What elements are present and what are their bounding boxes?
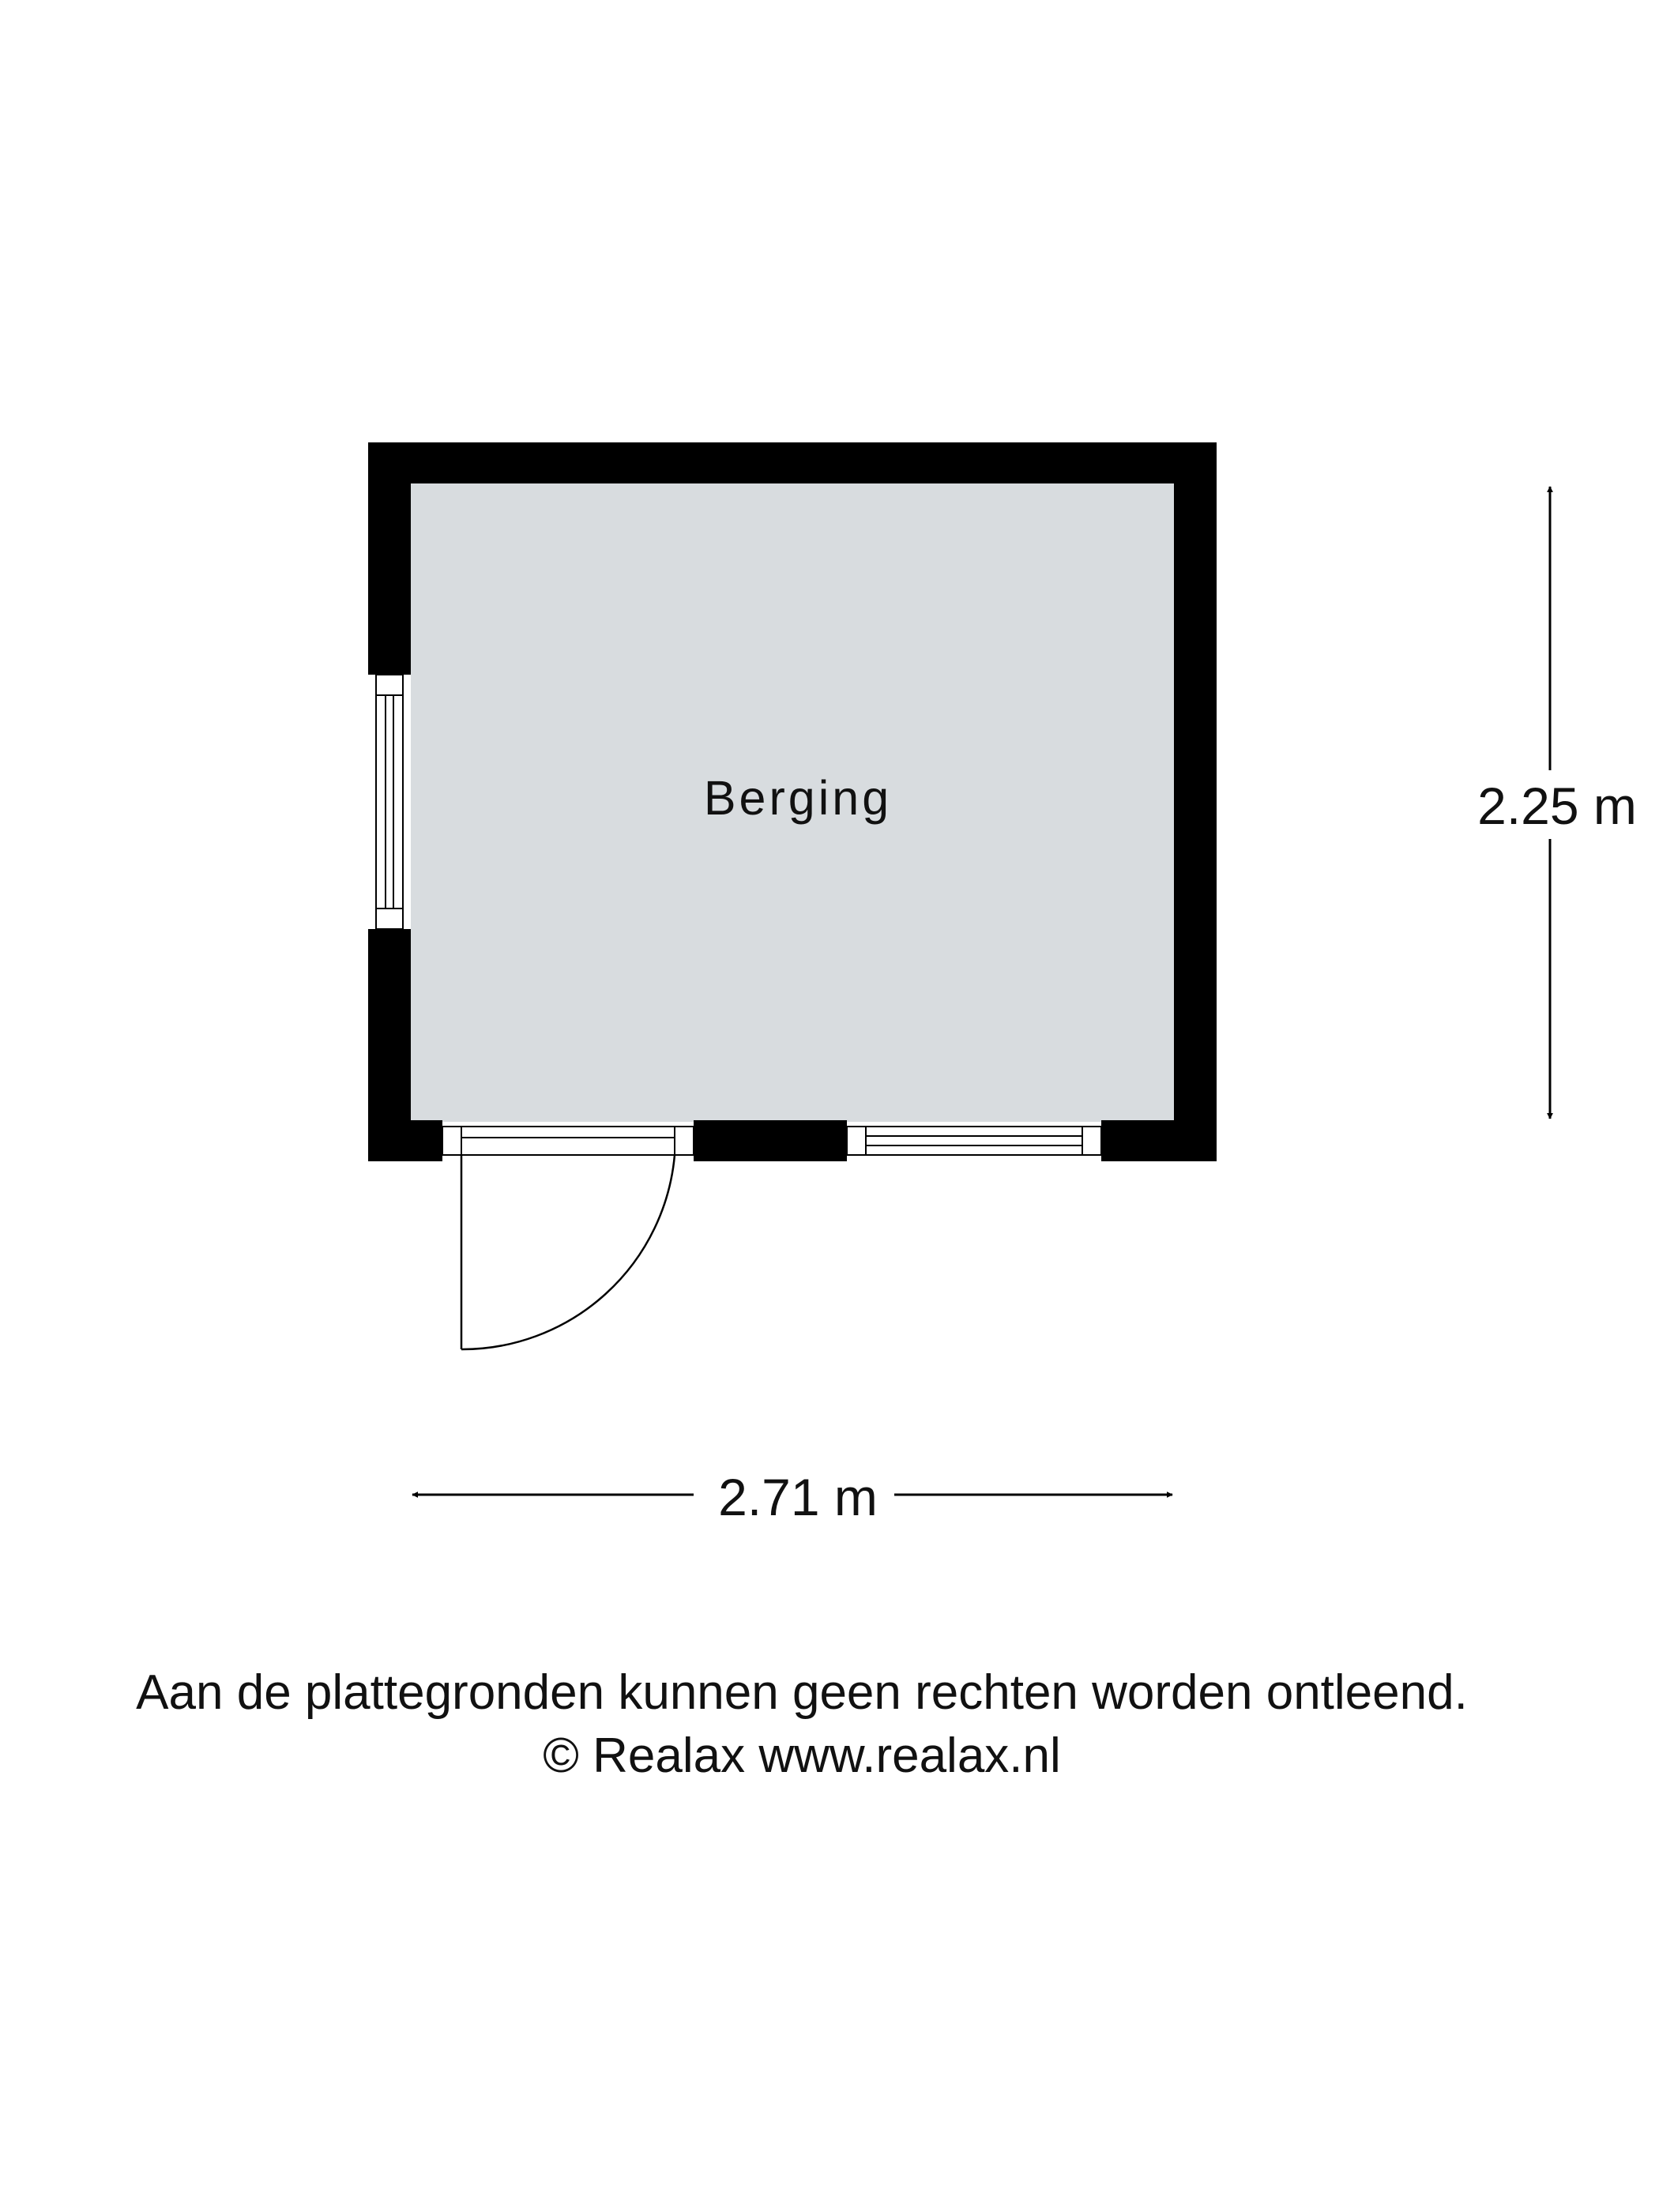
door-jamb-left xyxy=(442,1126,462,1156)
window-left-jamb-top xyxy=(375,674,404,696)
wall-top xyxy=(368,442,1217,483)
door-swing-arc xyxy=(461,1154,676,1351)
copyright-text: © Realax www.realax.nl xyxy=(543,1729,1061,1783)
window-left xyxy=(375,674,404,930)
window-left-jamb-bottom xyxy=(375,908,404,930)
wall-bottom-right xyxy=(1101,1120,1217,1161)
height-dimension-label: 2.25 m xyxy=(1477,777,1637,835)
width-dimension-label: 2.71 m xyxy=(718,1468,878,1526)
room-name-label: Berging xyxy=(703,771,893,825)
window-left-frame xyxy=(375,674,404,930)
window-bottom-jamb-right xyxy=(1082,1126,1102,1156)
window-bottom-frame xyxy=(846,1126,1102,1156)
door-frame xyxy=(442,1126,694,1156)
door-jamb-right xyxy=(674,1126,694,1156)
window-bottom xyxy=(846,1126,1102,1156)
door-swing xyxy=(460,1154,676,1351)
walls xyxy=(368,442,1217,1161)
wall-bottom-left xyxy=(368,1120,442,1161)
wall-bottom-middle xyxy=(694,1120,847,1161)
disclaimer-text: Aan de plattegronden kunnen geen rechten… xyxy=(136,1665,1468,1720)
wall-left-upper xyxy=(368,442,411,675)
room-floor xyxy=(411,483,1174,1122)
door-opening xyxy=(442,1126,694,1156)
window-bottom-jamb-left xyxy=(846,1126,867,1156)
wall-right xyxy=(1174,442,1217,1161)
